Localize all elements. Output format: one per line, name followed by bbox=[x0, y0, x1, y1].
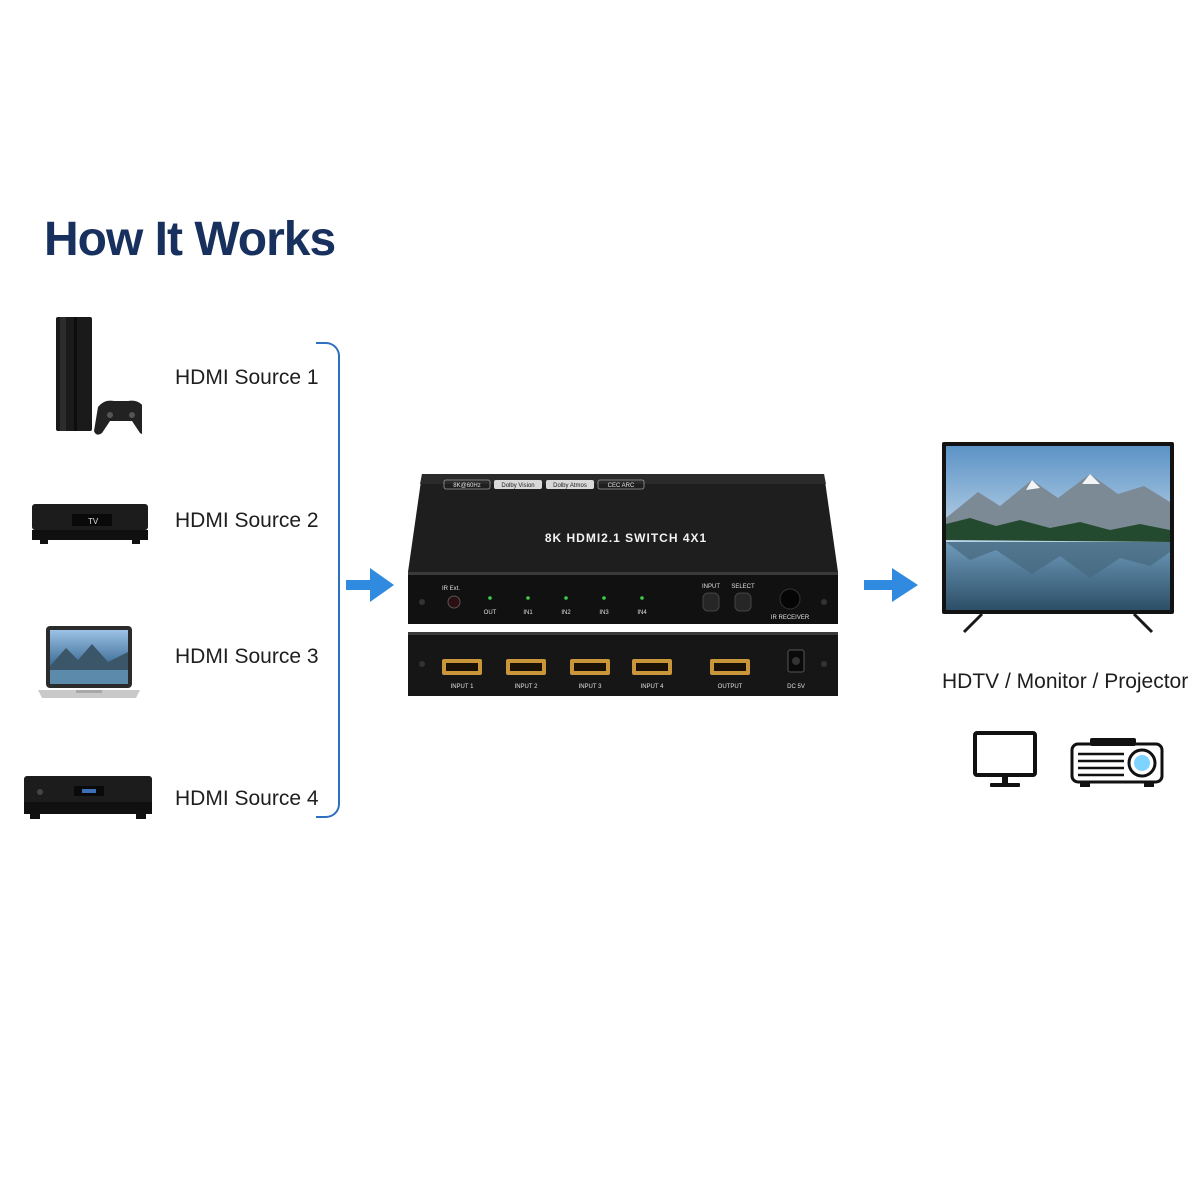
led-in3 bbox=[602, 596, 606, 600]
led-label: IN3 bbox=[599, 610, 609, 616]
port-label: INPUT 4 bbox=[641, 684, 665, 690]
switch-badge: Dolby Vision bbox=[501, 483, 534, 489]
game-console-icon bbox=[52, 315, 142, 437]
ir-receiver-window bbox=[780, 589, 800, 609]
blu-ray-player-icon bbox=[20, 772, 156, 826]
select-button bbox=[735, 593, 751, 611]
source-4-label: HDMI Source 4 bbox=[175, 787, 319, 811]
ir-ext-port bbox=[448, 596, 460, 608]
led-label: IN1 bbox=[523, 610, 533, 616]
led-in4 bbox=[640, 596, 644, 600]
laptop-icon bbox=[36, 622, 142, 704]
destination-label: HDTV / Monitor / Projector bbox=[942, 670, 1188, 694]
page-title: How It Works bbox=[44, 212, 335, 267]
hdtv-icon bbox=[940, 440, 1176, 636]
output-arrow-icon bbox=[862, 566, 920, 604]
source-1-label: HDMI Source 1 bbox=[175, 366, 319, 390]
led-out bbox=[488, 596, 492, 600]
set-top-box-icon: TV bbox=[28, 498, 152, 548]
input-button bbox=[703, 593, 719, 611]
led-label: OUT bbox=[484, 610, 497, 616]
switch-badge: CEC ARC bbox=[608, 483, 635, 489]
ir-receiver-label: IR RECEIVER bbox=[771, 615, 810, 621]
input-arrow-icon bbox=[344, 566, 396, 604]
led-in2 bbox=[564, 596, 568, 600]
power-label: DC 5V bbox=[787, 684, 805, 690]
port-label: OUTPUT bbox=[718, 684, 743, 690]
port-label: INPUT 2 bbox=[515, 684, 539, 690]
ir-ext-label: IR Ext. bbox=[442, 586, 460, 592]
led-label: IN4 bbox=[637, 610, 647, 616]
switch-model-name: 8K HDMI2.1 SWITCH 4X1 bbox=[545, 531, 707, 545]
source-2-label: HDMI Source 2 bbox=[175, 509, 319, 533]
source-3-label: HDMI Source 3 bbox=[175, 645, 319, 669]
sources-bracket bbox=[316, 342, 340, 818]
hdmi-switch-device: 8K@60Hz Dolby Vision Dolby Atmos CEC ARC… bbox=[402, 468, 842, 704]
monitor-icon bbox=[972, 730, 1038, 790]
switch-badge: Dolby Atmos bbox=[553, 483, 587, 489]
led-in1 bbox=[526, 596, 530, 600]
select-button-label: SELECT bbox=[731, 584, 755, 590]
projector-icon bbox=[1068, 734, 1166, 790]
switch-badge: 8K@60Hz bbox=[453, 483, 480, 489]
led-label: IN2 bbox=[561, 610, 571, 616]
input-button-label: INPUT bbox=[702, 584, 720, 590]
port-label: INPUT 3 bbox=[579, 684, 603, 690]
set-top-box-screen-text: TV bbox=[88, 517, 99, 526]
port-label: INPUT 1 bbox=[451, 684, 475, 690]
